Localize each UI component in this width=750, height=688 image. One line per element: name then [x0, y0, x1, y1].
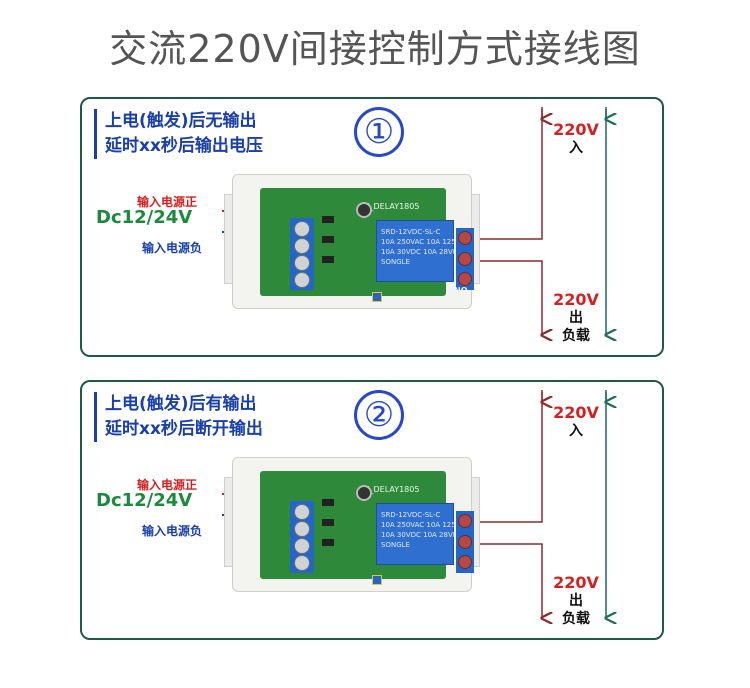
capacitor — [356, 202, 372, 218]
heading-line-2: 延时xx秒后输出电压 — [105, 136, 263, 156]
capacitor — [356, 485, 372, 501]
ac-output-label: 220V 出 负载 — [553, 573, 599, 628]
relay-module-image: YF_DELAY1805 SRD-12VDC-SL-C 10A 250VAC 1… — [224, 457, 480, 592]
ac-input-label: 220V 入 — [553, 120, 599, 157]
relay: SRD-12VDC-SL-C 10A 250VAC 10A 125VAC 10A… — [376, 220, 470, 282]
page-title: 交流220V间接控制方式接线图 — [109, 27, 641, 71]
nc-label: NC — [454, 216, 467, 225]
output-terminal-block — [456, 228, 474, 290]
timing-potentiometer — [372, 575, 382, 585]
heading-line-2: 延时xx秒后断开输出 — [105, 419, 263, 439]
relay: SRD-12VDC-SL-C 10A 250VAC 10A 125VAC 10A… — [376, 503, 470, 565]
output-terminal-block — [456, 511, 474, 573]
wiring-panel-1: 上电(触发)后无输出 延时xx秒后输出电压 ① 输入电源正 Dc — [80, 97, 664, 357]
pcb: YF_DELAY1805 SRD-12VDC-SL-C 10A 250VAC 1… — [260, 188, 474, 302]
panel-heading: 上电(触发)后有输出 延时xx秒后断开输出 — [94, 392, 263, 442]
input-positive-label: 输入电源正 — [137, 195, 198, 209]
pcb: YF_DELAY1805 SRD-12VDC-SL-C 10A 250VAC 1… — [260, 471, 474, 585]
heading-line-1: 上电(触发)后无输出 — [105, 111, 257, 131]
step-number-badge: ② — [354, 390, 404, 440]
ac-output-label: 220V 出 负载 — [553, 290, 599, 345]
step-number-badge: ① — [354, 107, 404, 157]
input-terminal-block — [290, 218, 314, 290]
ac-input-label: 220V 入 — [553, 403, 599, 440]
dc-voltage-label: Dc12/24V — [96, 490, 193, 511]
input-terminal-block — [290, 501, 314, 573]
heading-line-1: 上电(触发)后有输出 — [105, 394, 257, 414]
input-negative-label: 输入电源负 — [142, 524, 203, 538]
no-label: NO — [454, 286, 468, 295]
board-model: YF_DELAY1805 — [360, 202, 420, 211]
dc-voltage-label: Dc12/24V — [96, 207, 193, 228]
board-model: YF_DELAY1805 — [360, 485, 420, 494]
panel-heading: 上电(触发)后无输出 延时xx秒后输出电压 — [94, 109, 263, 159]
timing-potentiometer — [372, 292, 382, 302]
input-negative-label: 输入电源负 — [142, 241, 203, 255]
relay-module-image: YF_DELAY1805 SRD-12VDC-SL-C 10A 250VAC 1… — [224, 174, 480, 309]
wiring-panel-2: 上电(触发)后有输出 延时xx秒后断开输出 ② 输入电源正 Dc12/24V 输 — [80, 380, 664, 640]
input-positive-label: 输入电源正 — [137, 478, 198, 492]
